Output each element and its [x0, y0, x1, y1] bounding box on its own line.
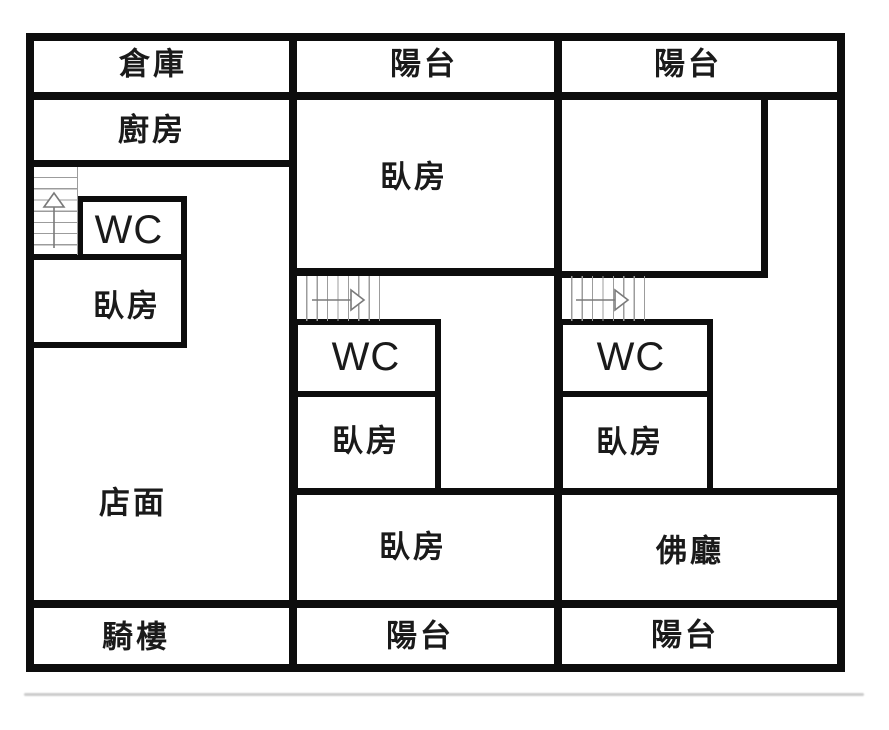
room-label-buddha-hall: 佛廳 [656, 533, 724, 569]
room-label-arcade: 騎樓 [102, 619, 170, 655]
stairs-up-arrow-icon [42, 191, 66, 248]
wall-bottom-row-top [26, 600, 845, 608]
room-label-wc-right: WC [596, 335, 666, 379]
stairs-right-arrow-icon-right [576, 288, 630, 312]
room-label-wc-left: WC [94, 208, 164, 252]
scan-artifact-line [24, 693, 864, 696]
bedroom-room-middle [292, 391, 441, 494]
room-label-balcony-top-right: 陽台 [654, 46, 722, 82]
room-label-bedroom-middle-lower: 臥房 [379, 529, 447, 565]
room-label-balcony-top-middle: 陽台 [390, 46, 458, 82]
outer-wall-bottom [26, 664, 845, 672]
outer-wall-right [837, 33, 845, 672]
staircase-left [34, 167, 78, 255]
room-label-bedroom-middle-large: 臥房 [380, 159, 448, 195]
room-label-kitchen: 廚房 [118, 112, 186, 148]
room-label-bedroom-left: 臥房 [93, 288, 161, 324]
staircase-right [562, 276, 654, 321]
staircase-middle [297, 276, 389, 321]
wall-top-row-bottom [26, 92, 845, 100]
room-label-storage: 倉庫 [119, 46, 187, 82]
wall-kitchen-bottom [26, 160, 297, 167]
room-label-wc-middle: WC [331, 335, 401, 379]
wall-right-room-right [761, 99, 768, 278]
wall-right-room-bottom [554, 271, 768, 278]
wall-middle-bedroom-bottom [289, 268, 562, 276]
room-label-balcony-bottom-right: 陽台 [651, 617, 719, 653]
room-label-bedroom-middle-small: 臥房 [332, 423, 400, 459]
outer-wall-left [26, 33, 34, 672]
bedroom-room-left [26, 254, 187, 348]
room-label-storefront: 店面 [99, 485, 167, 521]
room-label-bedroom-right-small: 臥房 [596, 424, 664, 460]
bedroom-room-right [557, 391, 713, 494]
room-label-balcony-bottom-middle: 陽台 [386, 618, 454, 654]
outer-wall-top [26, 33, 845, 41]
stairs-right-arrow-icon-middle [312, 288, 366, 312]
